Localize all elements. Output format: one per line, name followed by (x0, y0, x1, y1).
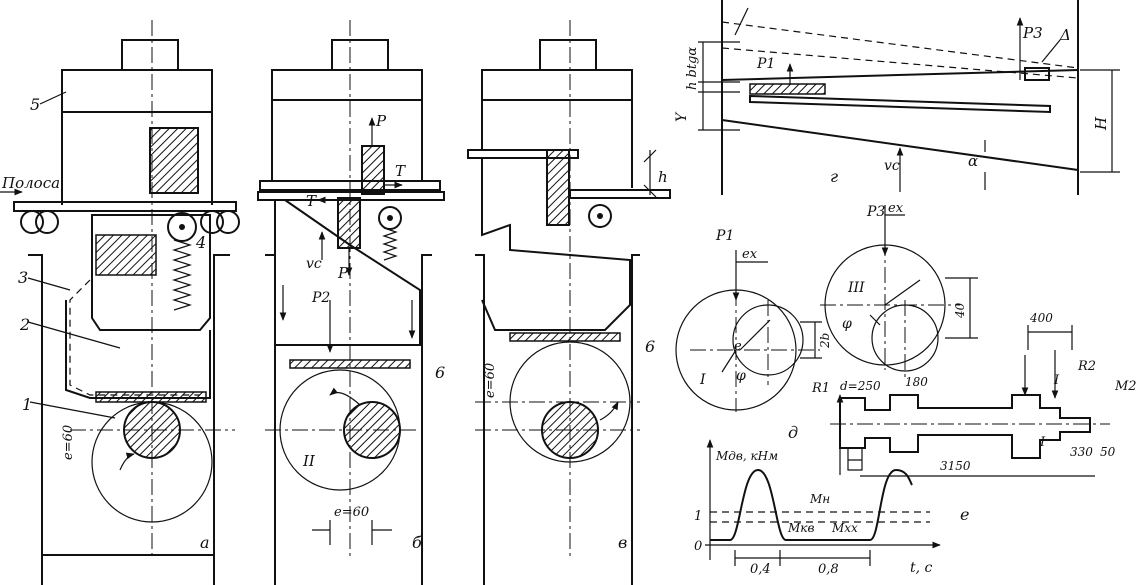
position-I: I (699, 372, 706, 388)
p3-label: P3 (1022, 24, 1043, 42)
H-label: H (1092, 116, 1110, 131)
p3-label: P3 (866, 204, 885, 220)
alpha-label: α (968, 152, 978, 170)
figure-v: h 6 e=60 в (467, 20, 671, 585)
m-xx-label: Mхх (831, 521, 858, 535)
figure-d: P1 ex P3 ex III 40 φ φ 2b e I 400 R1 d=2… (675, 201, 1137, 477)
dim-0-4: 0,4 (750, 562, 771, 577)
y-label: Y (674, 111, 690, 122)
part-3-label: 3 (18, 268, 28, 287)
force-t-right: T (395, 162, 406, 180)
phi-1-label: φ (842, 316, 852, 332)
vc-label: vc (884, 158, 900, 174)
r1-label: R1 (811, 381, 830, 396)
m-n-label: Mн (809, 492, 830, 506)
ex-1-label: ex (742, 247, 758, 262)
panel-letter-a: а (200, 533, 210, 552)
dim-330: 330 (1070, 445, 1093, 459)
eccentricity-label: e=60 (334, 505, 369, 520)
panel-letter-b: б (412, 533, 422, 552)
figure-g: P3 P1 Δ h btgα Y H vc α г (674, 0, 1120, 195)
m2-label: M2 (1114, 379, 1137, 394)
part-6-label: 6 (645, 337, 655, 356)
panel-letter-d: д (788, 423, 798, 442)
panel-letter-e: е (960, 505, 969, 524)
tick-0: 0 (694, 539, 702, 554)
y-axis-label: Mдв, кНм (715, 449, 778, 463)
eccentricity-label: e=60 (61, 425, 76, 460)
dim-40: 40 (953, 302, 967, 319)
e-label: e (734, 339, 742, 354)
eccentricity-label: e=60 (483, 363, 498, 398)
figure-b: P T T P vc P2 6 II e=60 б (257, 20, 445, 585)
stroke-h: h (658, 168, 668, 186)
force-t-left: T (306, 192, 317, 210)
figure-e: Mдв, кНм t, c 1 0 Mн Mкв Mхх 0,4 0,8 е (694, 439, 969, 577)
part-1-label: 1 (22, 395, 32, 414)
part-5-label: 5 (30, 95, 40, 114)
i-lower-label: I (1039, 435, 1046, 450)
panel-letter-v: в (618, 533, 627, 552)
position-II: II (302, 452, 316, 470)
dim-400: 400 (1029, 311, 1053, 325)
tick-1: 1 (694, 509, 702, 524)
x-axis-label: t, c (910, 560, 933, 576)
position-III: III (847, 280, 865, 296)
h-btga-label: h btgα (685, 47, 700, 90)
dim-2b: 2b (818, 333, 832, 349)
p1-label: P1 (715, 228, 734, 244)
r2-label: R2 (1077, 359, 1096, 374)
part-6-label: 6 (435, 363, 445, 382)
force-p-top: P (375, 112, 387, 130)
ex-3-label: ex (888, 201, 904, 216)
force-p-bottom: P (337, 264, 349, 282)
delta-label: Δ (1059, 26, 1071, 44)
part-2-label: 2 (19, 315, 30, 334)
force-p2: P2 (311, 290, 330, 306)
p1-label: P1 (756, 56, 775, 72)
figure-a: Полоса 5 4 3 2 1 e=60 а (0, 20, 240, 585)
d250-alt-label: 180 (905, 375, 928, 389)
velocity-vc: vc (306, 256, 322, 272)
d250-label: d=250 (840, 379, 881, 393)
m-kv-label: Mкв (787, 521, 814, 535)
phi-2-label: φ (736, 368, 746, 384)
part-4-label: 4 (195, 233, 206, 252)
i-upper-label: I (1053, 373, 1060, 388)
panel-letter-g: г (830, 167, 838, 186)
dim-0-8: 0,8 (818, 562, 839, 577)
dim-330-alt: 50 (1100, 445, 1116, 459)
dim-3150: 3150 (940, 459, 971, 473)
feed-label: Полоса (1, 174, 60, 192)
